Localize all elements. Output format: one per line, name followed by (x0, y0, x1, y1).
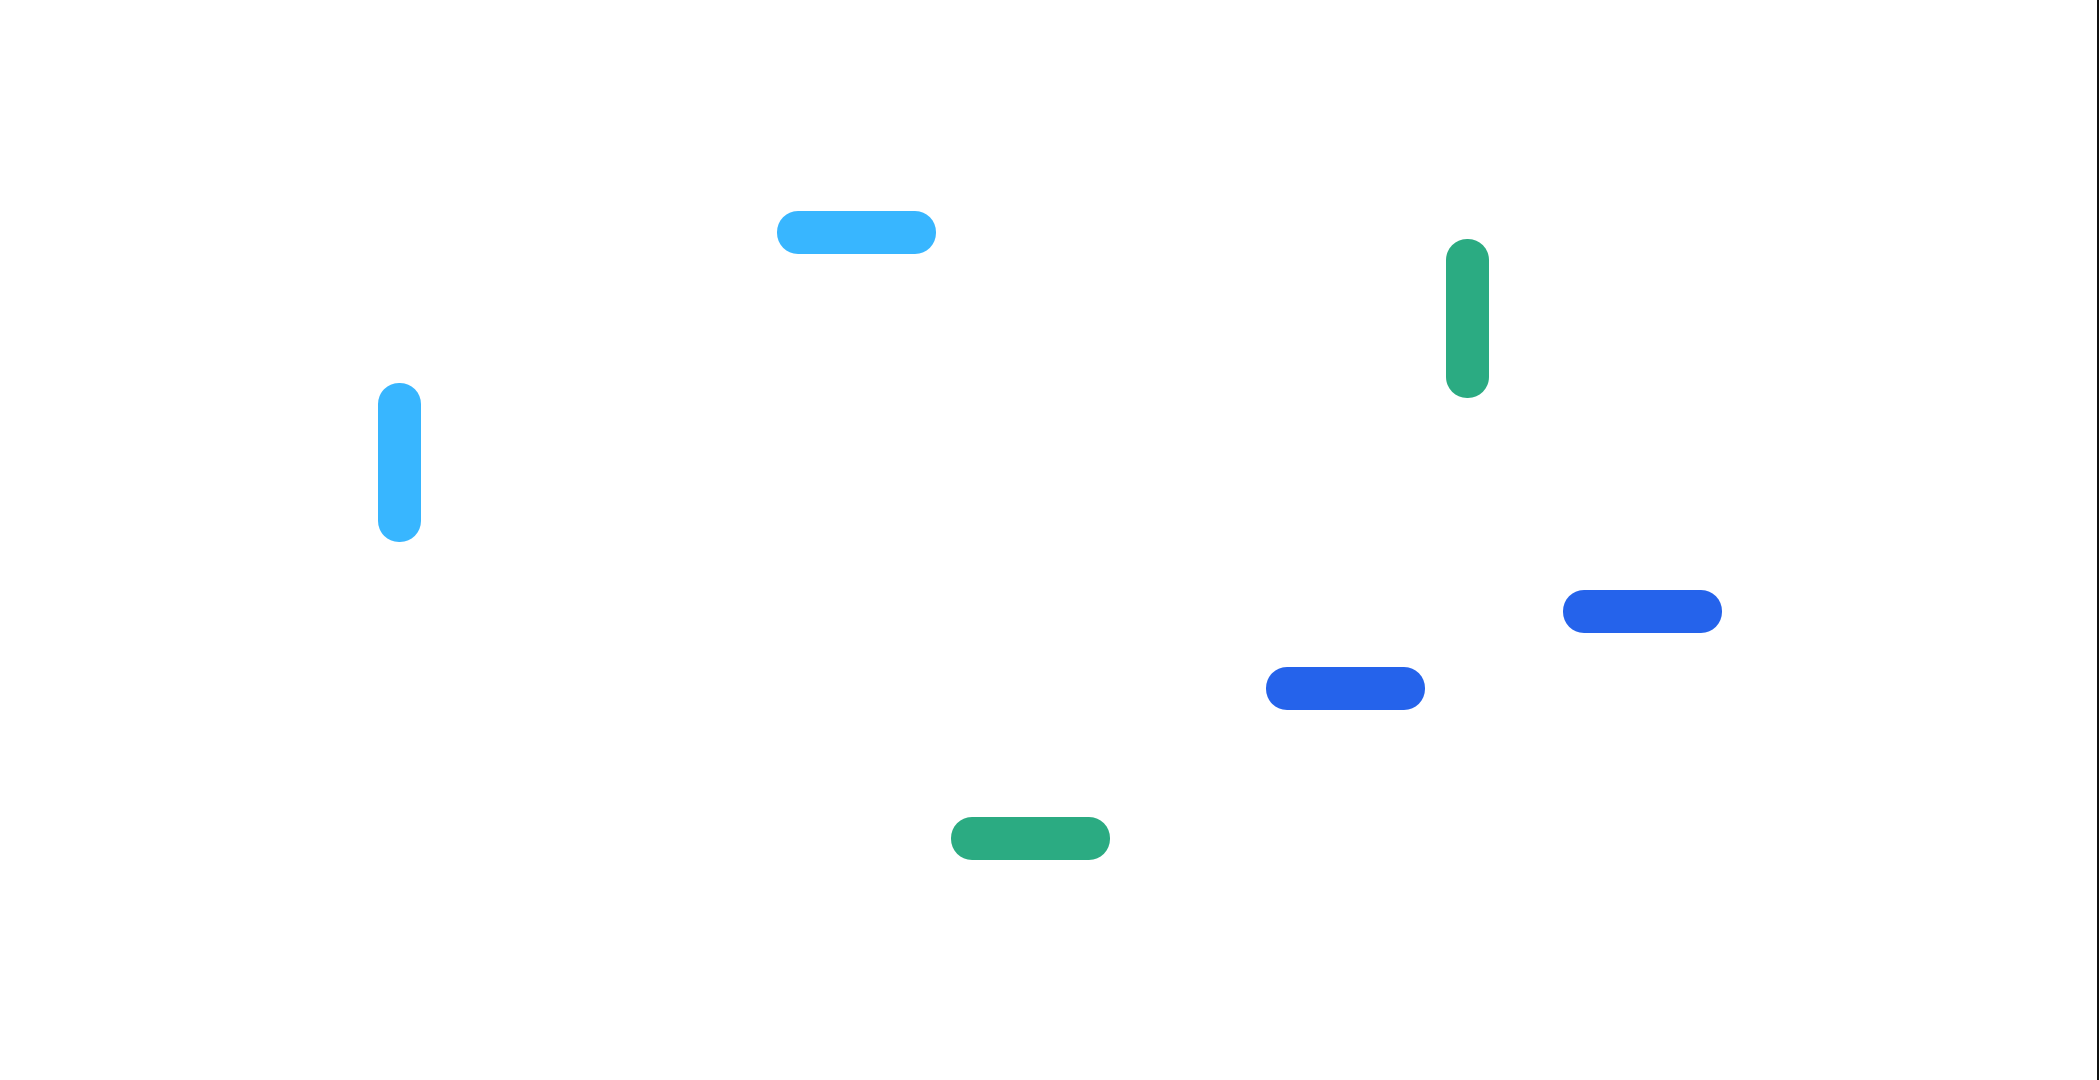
blue-piece-center[interactable] (1266, 667, 1425, 710)
green-piece-upper-right[interactable] (1446, 239, 1489, 398)
board-edge-line (2097, 0, 2099, 1080)
green-piece-bottom[interactable] (951, 817, 1110, 860)
blue-piece-right[interactable] (1563, 590, 1722, 633)
sky-blue-piece-top[interactable] (777, 211, 936, 254)
sky-blue-piece-left[interactable] (378, 383, 423, 542)
